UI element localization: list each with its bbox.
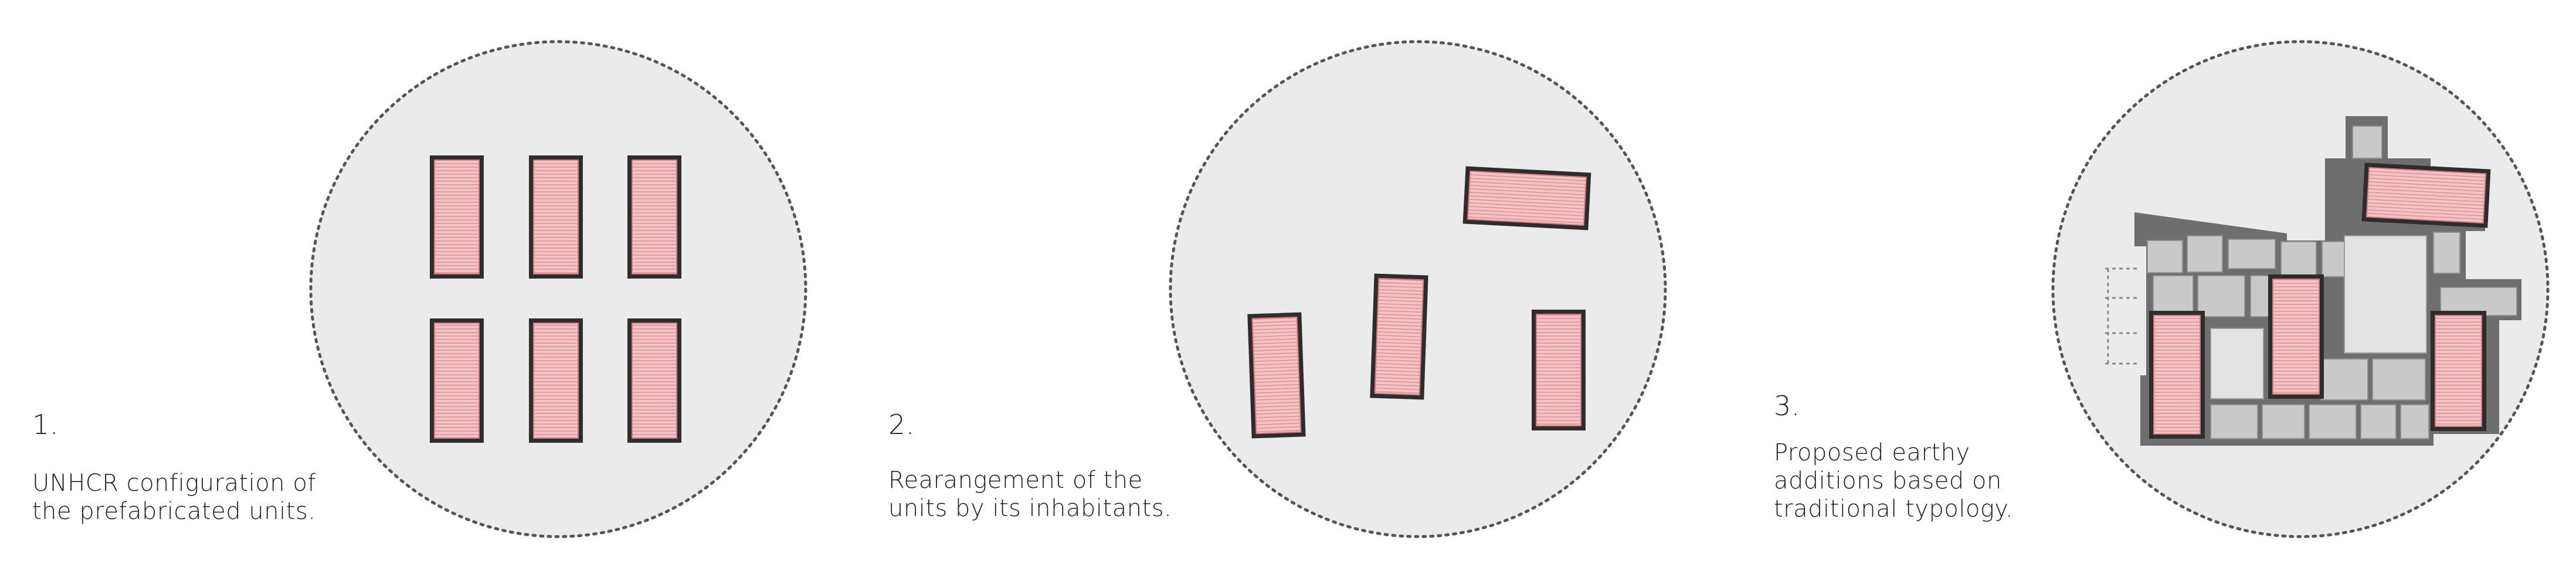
prefab-unit-icon (1462, 166, 1591, 230)
site-circle-1 (309, 40, 807, 538)
site-circle-2 (1169, 40, 1667, 538)
prefab-unit-icon (1247, 312, 1306, 439)
step-description: Proposed earthy additions based on tradi… (1774, 439, 2014, 523)
prefab-unit-icon (1532, 310, 1586, 430)
step-number: 1. (32, 409, 59, 440)
prefab-unit-icon (2431, 311, 2486, 431)
prefab-unit-icon (529, 318, 583, 443)
prefab-units-scattered (1247, 166, 1591, 439)
prefab-unit-icon (430, 318, 484, 443)
step-number: 3. (1774, 390, 1800, 422)
step-number: 2. (888, 409, 915, 440)
prefab-unit-icon (529, 155, 583, 279)
step-description: Rearangement of the units by its inhabit… (888, 467, 1172, 522)
prefab-unit-icon (2268, 274, 2324, 399)
courtyard-house-plan-icon (2105, 116, 2521, 446)
prefab-unit-icon (430, 155, 484, 279)
site-circle-3 (2051, 40, 2550, 538)
prefab-units-grid (430, 155, 681, 443)
prefab-unit-icon (2149, 311, 2205, 439)
prefab-unit-icon (1370, 273, 1428, 400)
prefab-unit-icon (627, 155, 681, 279)
prefab-unit-icon (627, 318, 681, 443)
prefab-unit-icon (2361, 162, 2491, 228)
dotted-circle-site-icon (309, 40, 807, 538)
step-description: UNHCR configuration of the prefabricated… (32, 470, 316, 525)
